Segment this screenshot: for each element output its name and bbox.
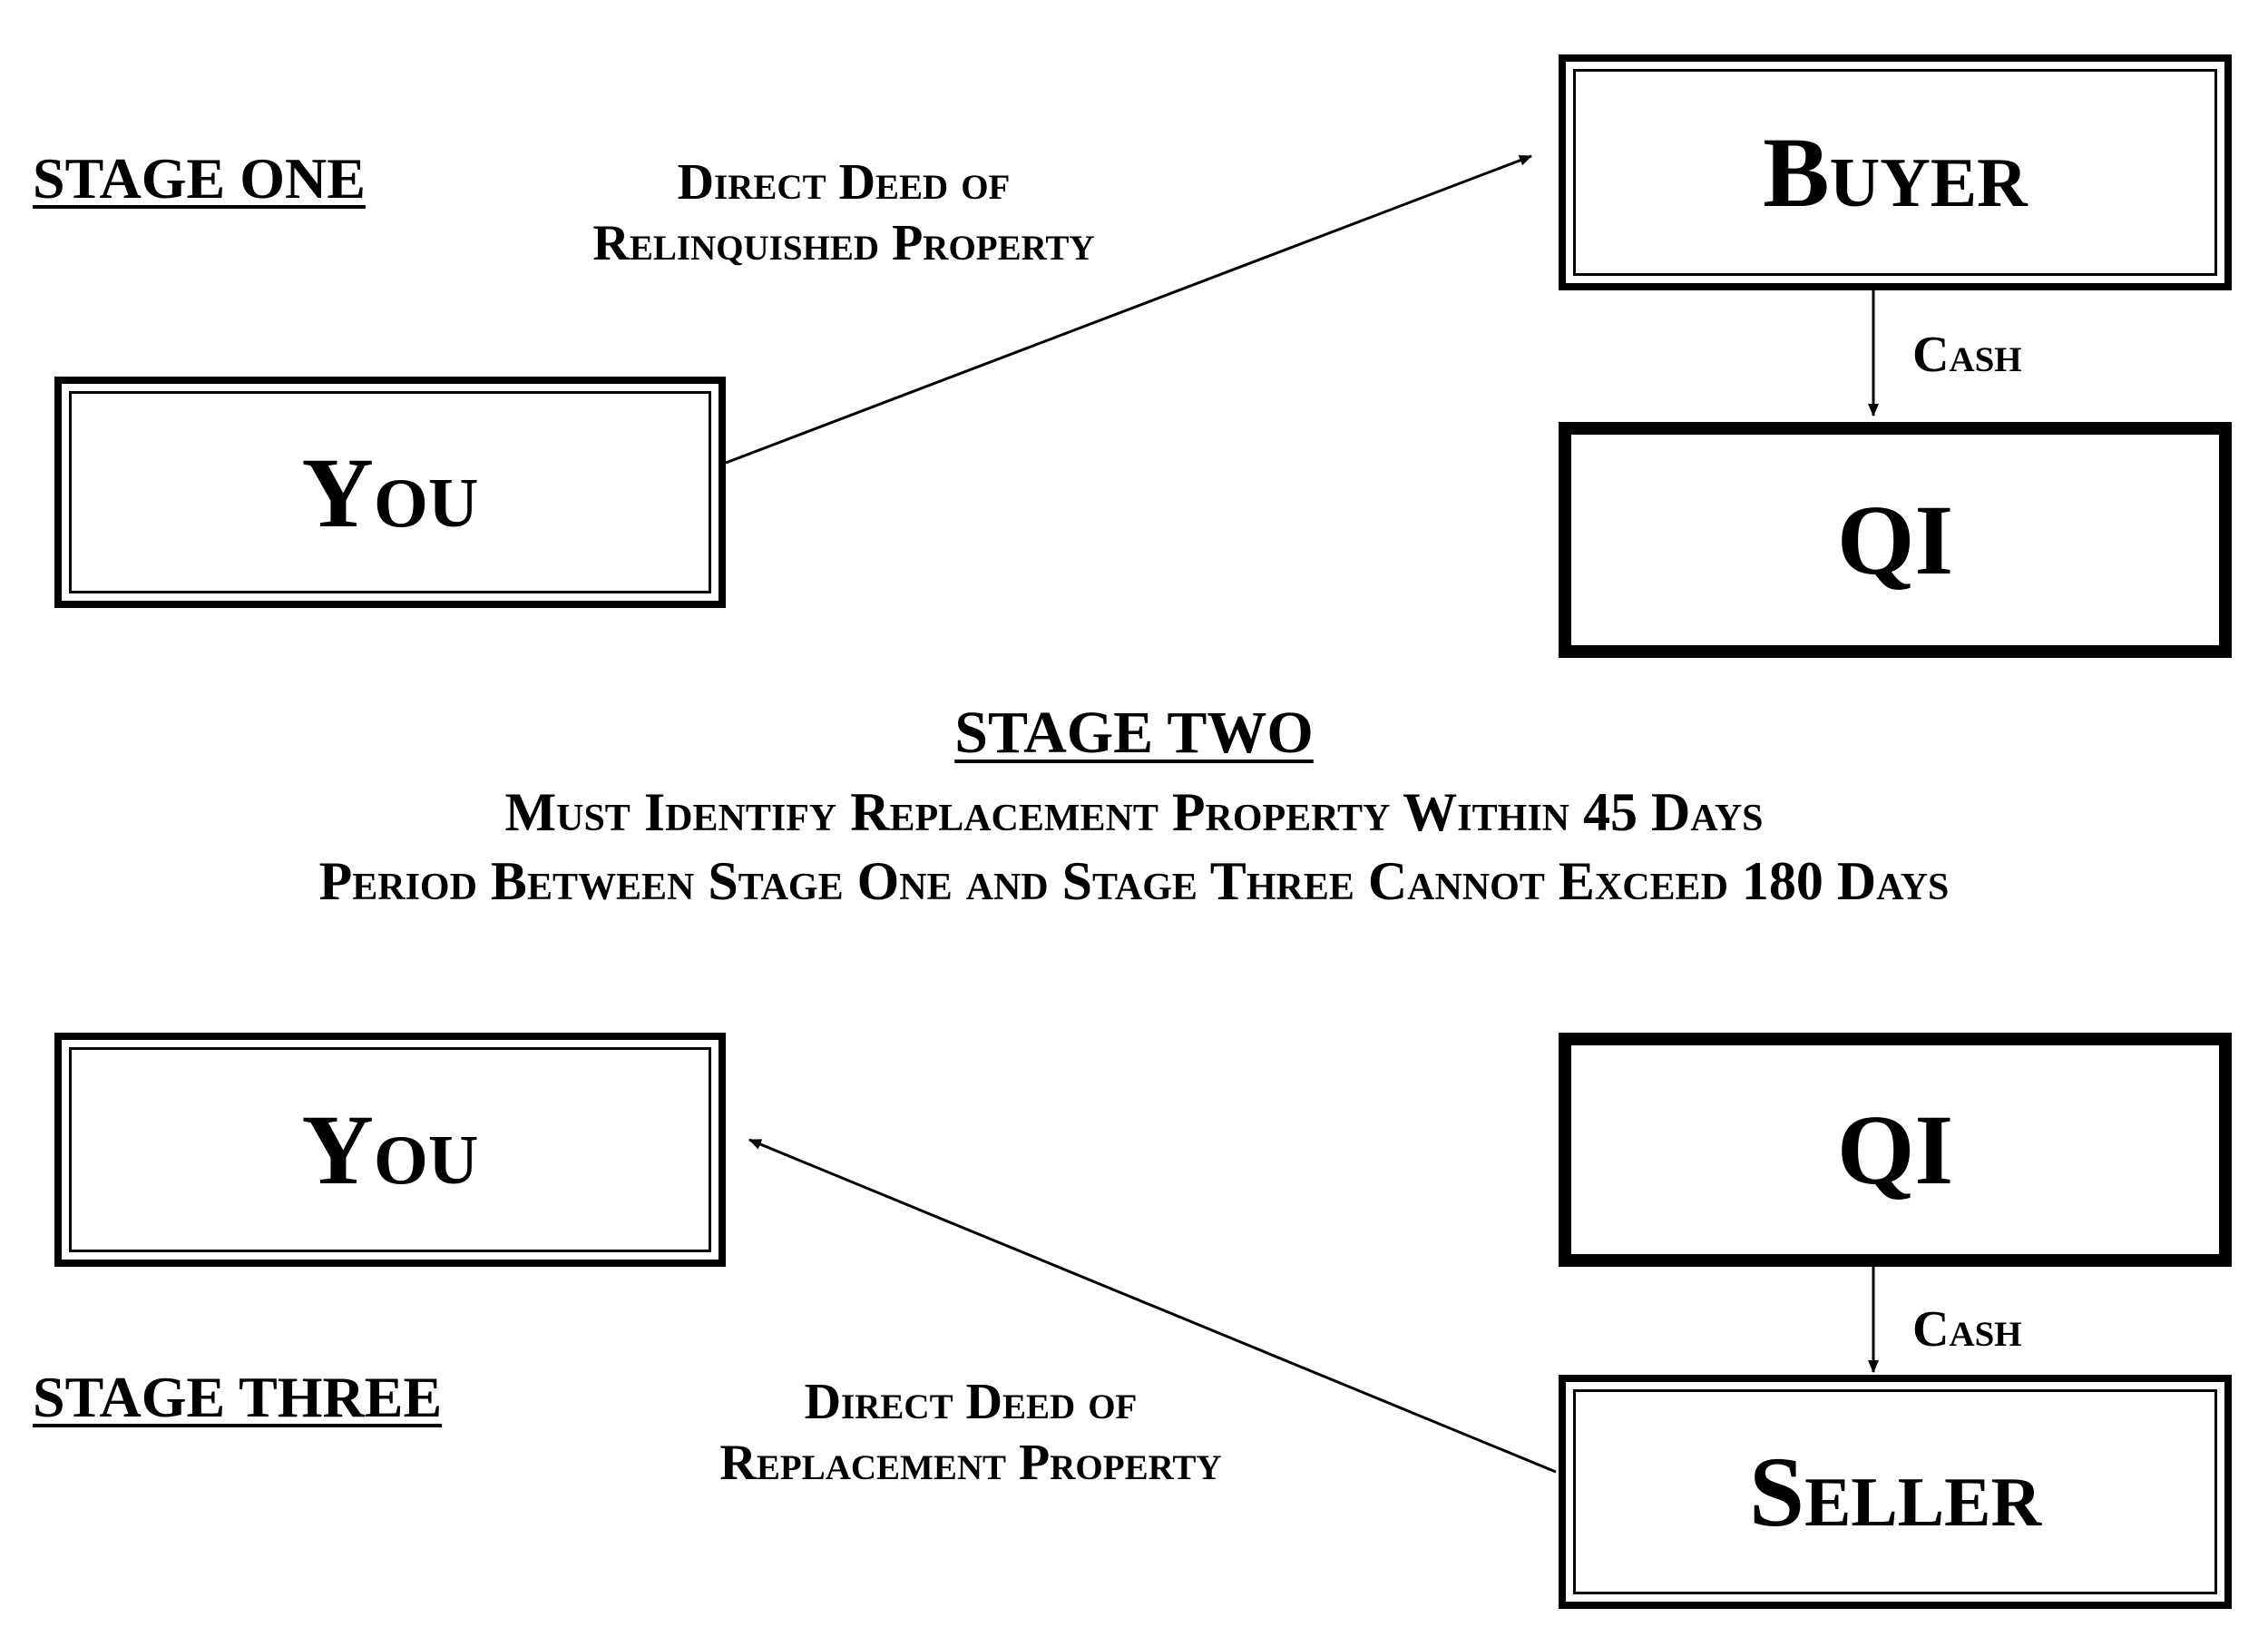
stage-three-seller-box: Seller <box>1559 1375 2232 1609</box>
stage-one-buyer-box-inner: Buyer <box>1573 69 2217 276</box>
stage-one-you-label: You <box>301 436 479 548</box>
stage-two-block: STAGE TWO Must Identify Replacement Prop… <box>0 703 2268 914</box>
stage-one-qi-label: QI <box>1836 485 1954 595</box>
stage-three-qi-box: QI <box>1559 1033 2232 1267</box>
stage-three-you-box: You <box>54 1033 726 1267</box>
stage-one-deed-label: Direct Deed of Relinquished Property <box>508 152 1179 274</box>
stage-three-you-box-inner: You <box>69 1047 711 1252</box>
stage-three-seller-box-inner: Seller <box>1573 1389 2217 1594</box>
stage-one-deed-label-line1: Direct Deed of <box>677 154 1011 211</box>
stage-three-deed-label: Direct Deed of Replacement Property <box>635 1372 1306 1494</box>
stage-three-qi-label: QI <box>1836 1094 1954 1205</box>
stage-one-deed-label-line2: Relinquished Property <box>592 215 1095 272</box>
stage-three-deed-label-line2: Replacement Property <box>719 1435 1222 1492</box>
stage-one-heading: STAGE ONE <box>33 146 366 211</box>
stage-one-qi-box: QI <box>1559 422 2232 658</box>
stage-one-buyer-label: Buyer <box>1763 117 2028 228</box>
stage-one-you-box: You <box>54 377 726 608</box>
stage-one-buyer-box: Buyer <box>1559 54 2232 290</box>
stage-two-line1: Must Identify Replacement Property Withi… <box>504 782 1764 842</box>
stage-three-heading: STAGE THREE <box>33 1365 443 1429</box>
stage-one-you-box-inner: You <box>69 391 711 593</box>
stage-three-you-label: You <box>301 1094 479 1205</box>
stage-one-cash-label: Cash <box>1912 327 2022 383</box>
stage-three-deed-label-line1: Direct Deed of <box>804 1374 1138 1430</box>
stage-three-cash-label: Cash <box>1912 1301 2022 1358</box>
stage-two-heading: STAGE TWO <box>954 700 1314 766</box>
stage-two-line2: Period Between Stage One and Stage Three… <box>318 851 1950 911</box>
stage-three-seller-label: Seller <box>1748 1436 2042 1547</box>
